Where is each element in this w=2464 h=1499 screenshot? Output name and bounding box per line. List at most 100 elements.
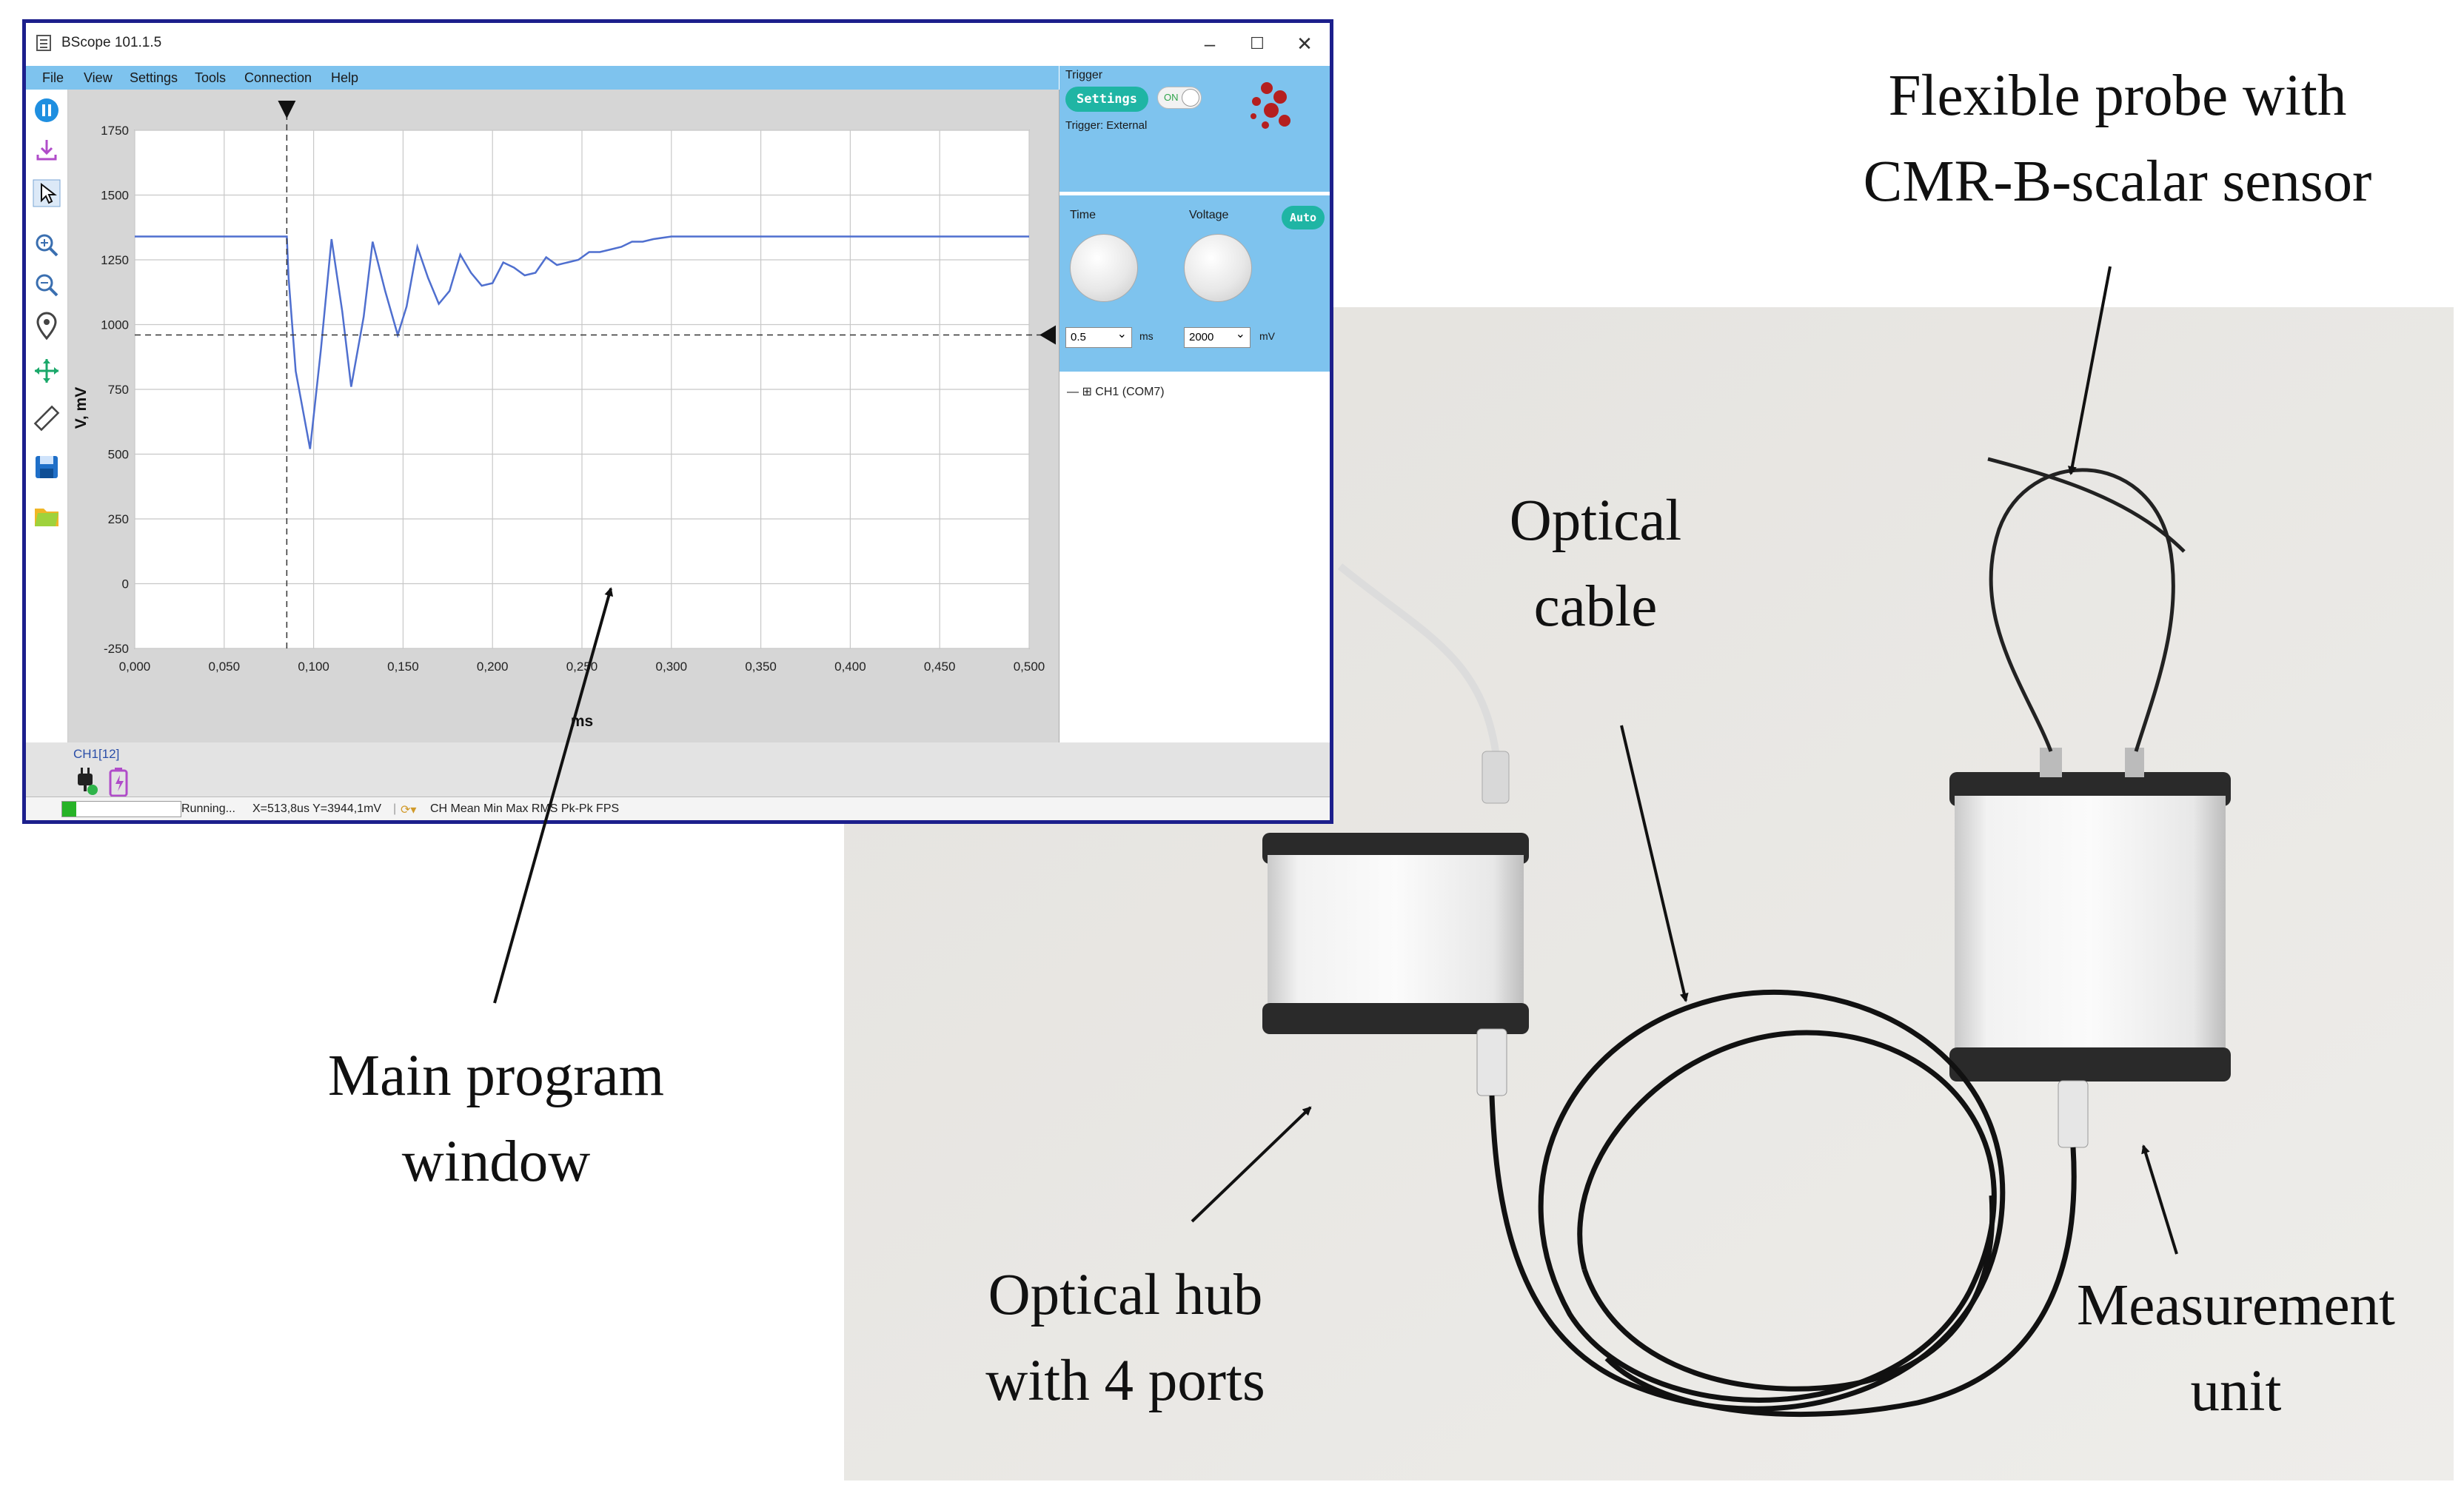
maximize-button[interactable]: ☐ [1250, 34, 1265, 53]
x-tick-label: 0,000 [119, 660, 151, 674]
y-axis-label: V, mV [73, 387, 90, 429]
ruler-icon[interactable] [32, 403, 61, 433]
y-tick-label: 1250 [101, 253, 129, 267]
channel-tree-item[interactable]: — ⊞ CH1 (COM7) [1067, 384, 1165, 399]
status-state: Running... [181, 802, 235, 815]
trigger-level-marker[interactable] [1040, 325, 1056, 345]
close-button[interactable]: ✕ [1296, 33, 1313, 55]
right-panel: Trigger Settings ON Trigger: External Ti… [1059, 66, 1330, 742]
export-icon[interactable] [32, 135, 61, 165]
connection-status-icon [1251, 82, 1290, 129]
trigger-source: Trigger: External [1065, 119, 1148, 132]
y-tick-label: 1500 [101, 189, 129, 203]
voltage-unit: mV [1259, 330, 1275, 342]
battery-icon[interactable] [107, 768, 130, 797]
cursor-icon[interactable] [32, 178, 61, 208]
label-main-window: Main program window [281, 1033, 711, 1205]
optical-hub-device [1262, 833, 1529, 1096]
x-tick-label: 0,250 [566, 660, 598, 674]
menu-settings[interactable]: Settings [130, 70, 178, 85]
y-tick-label: 750 [108, 383, 129, 397]
label-window-line2: window [401, 1130, 591, 1194]
y-tick-label: -250 [104, 642, 129, 656]
channel-label: CH1[12] [73, 747, 120, 761]
window-title: BScope 101.1.5 [61, 35, 162, 50]
time-select[interactable]: 0.5 [1065, 325, 1132, 348]
menu-file[interactable]: File [42, 70, 64, 85]
label-hub-line2: with 4 ports [985, 1349, 1265, 1413]
y-tick-label: 1750 [101, 124, 129, 138]
label-hub-line1: Optical hub [988, 1263, 1263, 1327]
x-tick-label: 0,450 [924, 660, 956, 674]
oscilloscope-chart[interactable]: 0,000 0,050 0,100 0,150 0,200 0,250 0,300 0,350… [68, 90, 1059, 742]
x-tick-label: 0,150 [387, 660, 419, 674]
menu-bar: File View Settings Tools Connection Help [26, 66, 1059, 90]
menu-connection[interactable]: Connection [244, 70, 312, 85]
label-optical-hub: Optical hub with 4 ports [948, 1252, 1303, 1424]
fit-arrows-icon[interactable] [32, 356, 61, 386]
y-tick-label: 250 [108, 512, 129, 526]
toggle-label: ON [1164, 92, 1179, 103]
voltage-knob[interactable] [1184, 234, 1252, 302]
trigger-title: Trigger [1065, 69, 1103, 81]
menu-view[interactable]: View [84, 70, 113, 85]
trigger-settings-button[interactable]: Settings [1065, 87, 1148, 112]
y-tick-label: 1000 [101, 318, 129, 332]
x-tick-label: 0,350 [745, 660, 777, 674]
label-unit-line1: Measurement [2077, 1273, 2395, 1338]
pause-icon[interactable] [32, 95, 61, 125]
marker-pin-icon[interactable] [32, 312, 61, 341]
label-optical-cable: Optical cable [1459, 478, 1732, 650]
time-unit: ms [1139, 330, 1154, 342]
label-cable-line2: cable [1533, 574, 1658, 639]
label-cable-line1: Optical [1509, 489, 1682, 553]
x-tick-label: 0,050 [209, 660, 241, 674]
plot-area[interactable]: 0,000 0,050 0,100 0,150 0,200 0,250 0,300 0,350… [68, 90, 1059, 742]
channel-tree-label: CH1 (COM7) [1095, 386, 1165, 398]
zoom-out-icon[interactable] [32, 270, 61, 300]
voltage-select[interactable]: 2000 [1184, 325, 1251, 348]
trigger-panel: Trigger Settings ON Trigger: External [1059, 66, 1330, 192]
trigger-time-marker[interactable] [278, 101, 296, 118]
auto-button[interactable]: Auto [1282, 206, 1325, 229]
trigger-toggle[interactable]: ON [1157, 87, 1202, 109]
status-divider: | [393, 802, 397, 815]
label-measurement-unit: Measurement unit [2043, 1263, 2428, 1435]
time-knob[interactable] [1070, 234, 1138, 302]
x-tick-label: 0,200 [477, 660, 509, 674]
x-axis-label: ms [571, 713, 593, 730]
label-probe-line2: CMR-B-scalar sensor [1863, 150, 2372, 214]
title-bar: BScope 101.1.5 – ☐ ✕ [26, 23, 1330, 66]
time-label: Time [1070, 209, 1096, 221]
label-window-line1: Main program [327, 1044, 665, 1108]
status-cursor: X=513,8us Y=3944,1mV [252, 802, 382, 815]
zoom-in-icon[interactable] [32, 230, 61, 260]
x-tick-label: 0,400 [834, 660, 866, 674]
plug-icon[interactable] [73, 768, 98, 796]
y-tick-label: 0 [122, 577, 129, 591]
x-tick-label: 0,100 [298, 660, 329, 674]
voltage-label: Voltage [1189, 209, 1229, 221]
app-icon [36, 35, 51, 51]
folder-icon[interactable] [32, 501, 61, 531]
progress-bar [61, 801, 181, 817]
main-program-window: BScope 101.1.5 – ☐ ✕ File View Settings … [22, 19, 1333, 824]
status-bar: Running... X=513,8us Y=3944,1mV | ⟳▾ CH … [26, 797, 1330, 820]
x-tick-label: 0,300 [656, 660, 688, 674]
tree-expander-icon[interactable]: — ⊞ [1067, 386, 1096, 398]
minimize-button[interactable]: – [1204, 33, 1216, 55]
refresh-icon[interactable]: ⟳▾ [401, 804, 417, 816]
label-probe-line1: Flexible probe with [1888, 64, 2347, 128]
toggle-knob [1182, 89, 1199, 107]
left-toolbar [26, 90, 68, 742]
label-flexible-probe: Flexible probe with CMR-B-scalar sensor [1807, 53, 2428, 225]
measurement-unit-device [1949, 748, 2231, 1148]
status-columns: CH Mean Min Max RMS Pk-Pk FPS [430, 802, 620, 815]
menu-help[interactable]: Help [331, 70, 359, 85]
series-line [135, 235, 1029, 449]
x-tick-label: 0,500 [1014, 660, 1045, 674]
menu-tools[interactable]: Tools [195, 70, 227, 85]
save-icon[interactable] [32, 452, 61, 482]
y-tick-label: 500 [108, 448, 129, 462]
scale-controls-panel: Time Voltage Auto 0.5 ms 2000 mV [1059, 195, 1330, 372]
